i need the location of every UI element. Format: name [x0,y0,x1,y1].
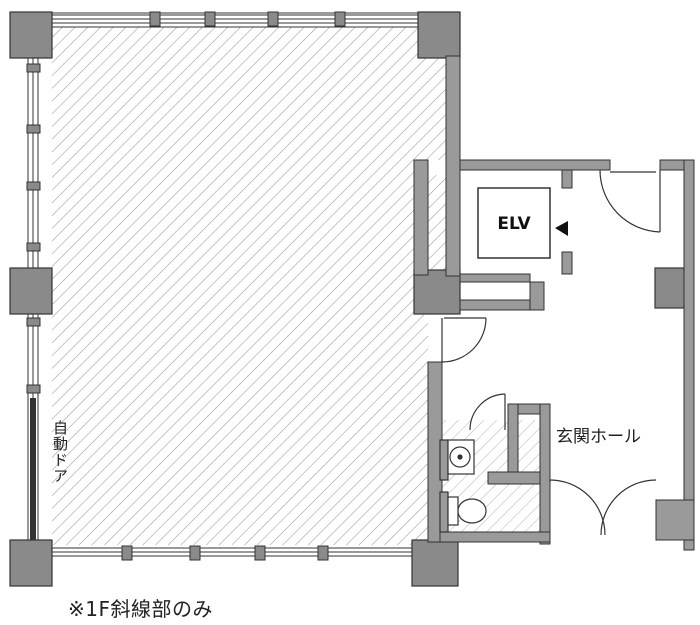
elevator-side-post [561,169,573,189]
window-mullions-bottom [121,545,329,561]
elevator-box [477,187,551,259]
auto-door [30,398,36,540]
auto-door-label: 自動ドア [51,420,69,484]
elevator-door-arrow-icon [555,221,568,236]
note-hatched-area-1f-only: ※1F斜線部のみ [68,597,213,621]
elevator-side-post-lower [561,251,573,275]
door-swings [441,169,661,536]
elevator-label: ELV [497,214,531,234]
window-mullions-left [26,63,41,394]
entrance-hall-label: 玄関ホール [556,427,641,447]
hatched-leased-area [52,27,446,545]
interior-walls [413,55,695,551]
toilet-fixtures [439,439,487,533]
window-mullions-top [149,11,346,27]
